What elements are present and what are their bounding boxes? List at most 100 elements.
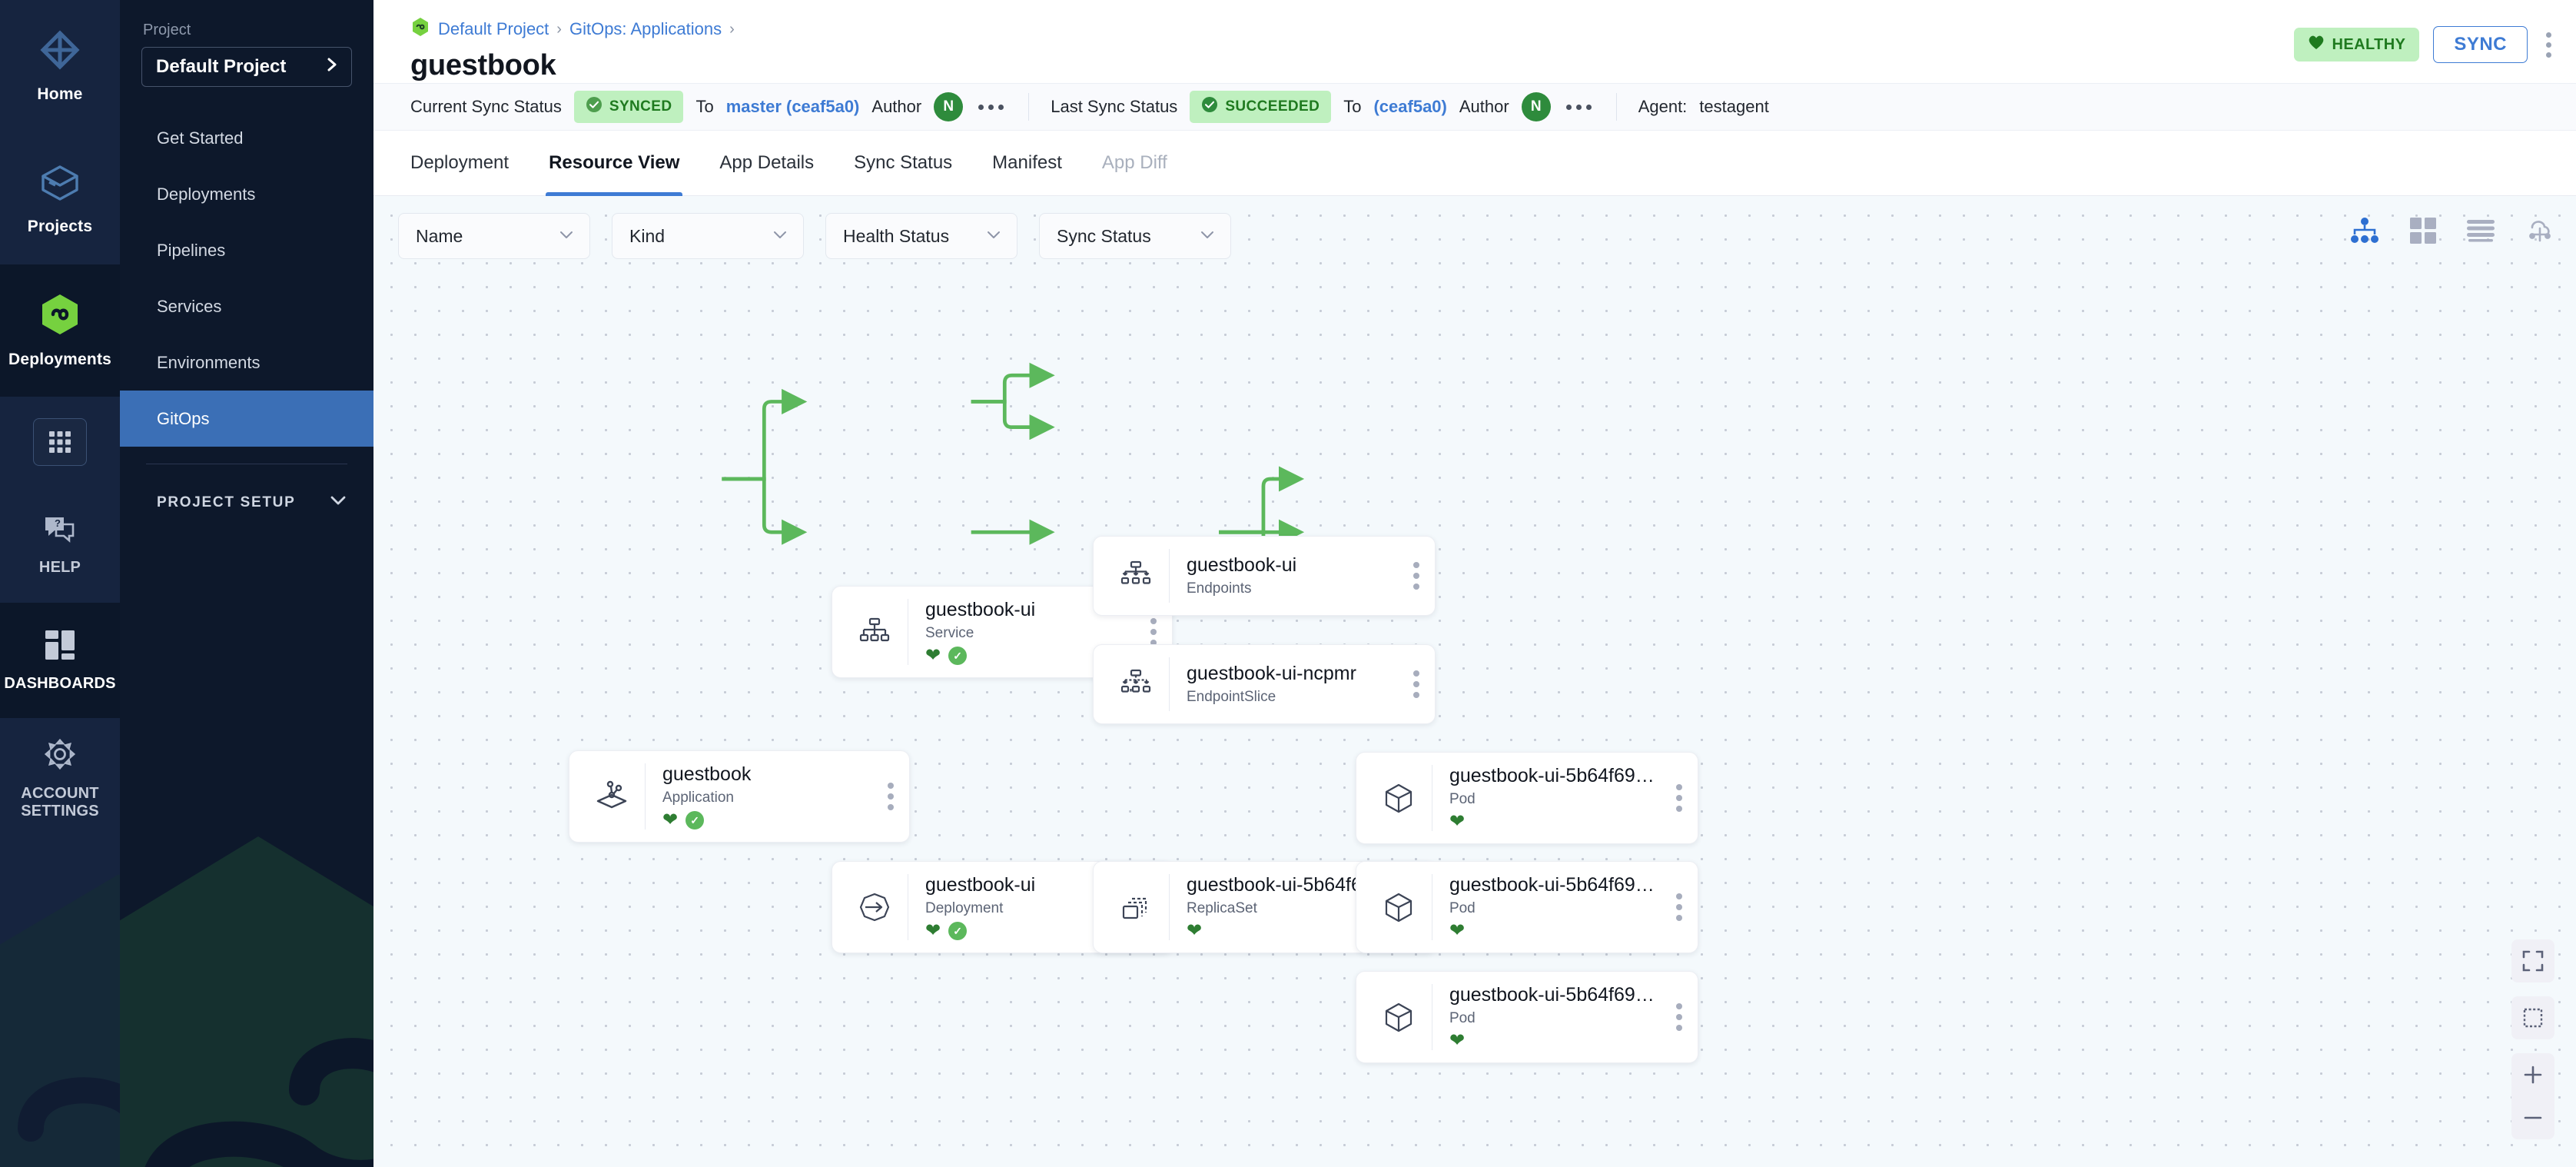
node-kind: Deployment (925, 900, 1004, 916)
sidebar-item-gitops[interactable]: GitOps (120, 391, 373, 447)
tab-resource-view[interactable]: Resource View (529, 131, 699, 196)
sidebar-item-label: Deployments (157, 184, 256, 204)
tab-sync-status[interactable]: Sync Status (854, 152, 953, 173)
select-area-icon[interactable] (2511, 996, 2554, 1039)
kebab-vertical-icon[interactable] (1398, 670, 1435, 698)
tab-deployment[interactable]: Deployment (410, 152, 510, 173)
pod-icon (1373, 1000, 1424, 1034)
graph-node-endpointslice[interactable]: guestbook-ui-ncpmr EndpointSlice (1093, 644, 1436, 724)
node-kind: Pod (1449, 1010, 1476, 1026)
node-name: guestbook (662, 763, 752, 785)
icon-rail: Home Projects Deployments (0, 0, 120, 1167)
rail-apps-launcher[interactable] (0, 397, 120, 487)
filter-name[interactable]: Name (398, 213, 590, 259)
sidebar-item-services[interactable]: Services (120, 278, 373, 334)
kebab-vertical-icon[interactable] (1661, 893, 1698, 921)
sidebar-project-setup[interactable]: PROJECT SETUP (120, 484, 373, 521)
graph-node-application[interactable]: guestbook Application ❤ ✓ (569, 750, 910, 843)
graph-node-pod-3[interactable]: guestbook-ui-5b64f6959… Pod ❤ (1356, 971, 1698, 1063)
sidebar-item-get-started[interactable]: Get Started (120, 110, 373, 166)
gear-icon (44, 738, 76, 776)
graph-node-pod-2[interactable]: guestbook-ui-5b64f6959… Pod ❤ (1356, 861, 1698, 953)
kebab-horizontal-icon[interactable] (975, 104, 1007, 110)
filter-name-label: Name (416, 225, 463, 246)
last-sync-status-group: Last Sync Status SUCCEEDED To (ceaf5a0) … (1051, 91, 1594, 123)
breadcrumb-separator: › (556, 20, 562, 38)
breadcrumb-item-default-project[interactable]: Default Project (438, 19, 549, 38)
kebab-vertical-icon[interactable] (1135, 618, 1172, 646)
sidebar-item-environments[interactable]: Environments (120, 334, 373, 391)
grid-view-icon[interactable] (2410, 218, 2436, 248)
node-status: ❤ (1187, 922, 1398, 940)
harness-leaf-icon (410, 17, 430, 42)
kebab-vertical-icon[interactable] (1398, 562, 1435, 590)
node-name: guestbook-ui (1187, 554, 1297, 576)
node-kind: Service (925, 625, 974, 641)
rail-item-deployments[interactable]: Deployments (0, 264, 120, 397)
graph-node-pod-1[interactable]: guestbook-ui-5b64f6959… Pod ❤ (1356, 752, 1698, 844)
rail-item-help[interactable]: ? HELP (0, 487, 120, 603)
list-view-icon[interactable] (2467, 219, 2495, 246)
rail-watermark (0, 875, 120, 1167)
network-view-icon[interactable] (2525, 218, 2554, 248)
node-name: guestbook-ui-5b64f6959… (1449, 765, 1661, 786)
breadcrumb-separator-2: › (729, 20, 735, 38)
deployments-infinity-icon (38, 292, 82, 341)
status-badge-synced-label: SYNCED (609, 98, 672, 115)
project-selector-name: Default Project (156, 56, 287, 77)
tab-manifest[interactable]: Manifest (992, 152, 1062, 173)
rail-item-dashboards[interactable]: DASHBOARDS (0, 603, 120, 718)
kebab-vertical-icon[interactable] (1661, 1003, 1698, 1031)
node-name: guestbook-ui-5b64f6959… (1449, 874, 1661, 896)
agent-value: testagent (1699, 97, 1769, 116)
project-selector[interactable]: Default Project (141, 47, 352, 87)
header-actions: HEALTHY SYNC (2293, 26, 2556, 63)
node-kind: Pod (1449, 900, 1476, 916)
node-kind: Application (662, 790, 734, 806)
node-status: ❤ ✓ (925, 922, 1135, 940)
tree-view-icon[interactable] (2350, 218, 2379, 248)
chevron-down-icon (986, 228, 1001, 244)
node-status: ❤ (1449, 813, 1661, 831)
filter-sync-status[interactable]: Sync Status (1039, 213, 1231, 259)
sync-status-bar: Current Sync Status SYNCED To master (ce… (373, 83, 2576, 131)
kebab-vertical-icon[interactable] (872, 783, 909, 810)
kebab-horizontal-icon[interactable] (1563, 104, 1595, 110)
sync-button[interactable]: SYNC (2433, 26, 2528, 63)
current-revision-link[interactable]: master (ceaf5a0) (725, 97, 860, 116)
status-badge-synced: SYNCED (573, 91, 684, 123)
page-header: Default Project › GitOps: Applications ›… (373, 0, 2576, 83)
rail-item-projects[interactable]: Projects (0, 132, 120, 264)
current-sync-status-label: Current Sync Status (410, 97, 562, 116)
zoom-out-icon[interactable] (2511, 1096, 2554, 1139)
last-revision-link[interactable]: (ceaf5a0) (1373, 97, 1447, 116)
resource-graph-canvas[interactable]: Name Kind Health Status (373, 196, 2576, 1167)
kebab-vertical-icon[interactable] (1661, 784, 1698, 812)
kebab-vertical-icon[interactable] (2541, 28, 2556, 62)
check-circle-icon: ✓ (948, 647, 968, 665)
rail-item-account-settings[interactable]: ACCOUNT SETTINGS (0, 718, 120, 841)
sidebar-item-pipelines[interactable]: Pipelines (120, 222, 373, 278)
current-to-label: To (695, 97, 714, 116)
svg-text:?: ? (55, 517, 61, 529)
rail-label-projects: Projects (27, 218, 93, 235)
rail-item-home[interactable]: Home (0, 0, 120, 132)
node-status: ❤ (1449, 1032, 1661, 1050)
zoom-in-icon[interactable] (2511, 1053, 2554, 1096)
sidebar-watermark (120, 836, 373, 1167)
status-divider (1615, 93, 1617, 121)
fullscreen-icon[interactable] (2511, 939, 2554, 982)
status-badge-succeeded: SUCCEEDED (1190, 91, 1332, 123)
filter-kind[interactable]: Kind (612, 213, 804, 259)
node-name: guestbook-ui-ncpmr (1187, 663, 1356, 684)
dashboards-icon (44, 629, 76, 666)
tab-app-details[interactable]: App Details (719, 152, 815, 173)
graph-node-endpoints[interactable]: guestbook-ui Endpoints (1093, 536, 1436, 616)
filter-health-status[interactable]: Health Status (825, 213, 1017, 259)
sidebar-item-deployments[interactable]: Deployments (120, 166, 373, 222)
status-divider (1028, 93, 1030, 121)
heart-icon: ❤ (1449, 920, 1466, 941)
check-circle-icon (1201, 96, 1218, 118)
heart-icon: ❤ (1449, 1030, 1466, 1051)
breadcrumb-item-gitops-applications[interactable]: GitOps: Applications (569, 19, 722, 38)
